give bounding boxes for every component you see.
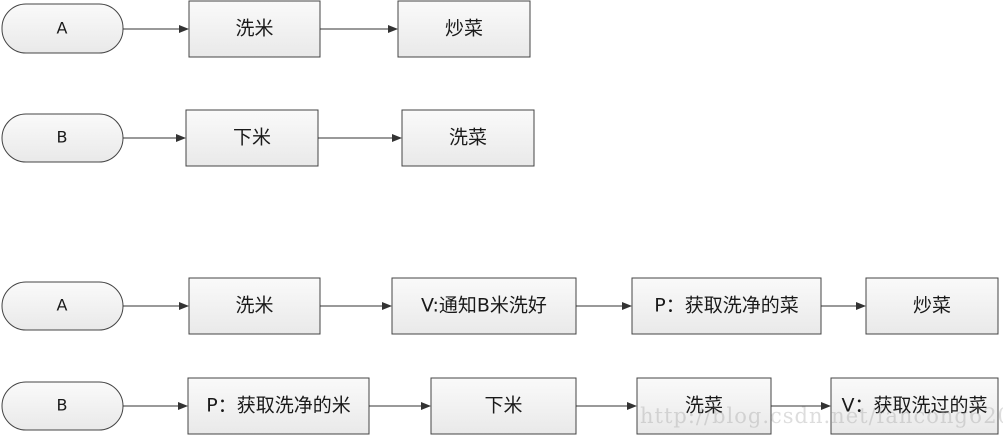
actor-terminal-b: B [1, 381, 124, 431]
step-label: 炒菜 [913, 295, 951, 317]
actor-label: A [57, 296, 68, 315]
process-box-p-get-veg: P：获取洗净的菜 [631, 277, 822, 335]
process-box-wash-veg: 洗菜 [401, 109, 535, 167]
step-label: 洗米 [235, 18, 273, 40]
actor-terminal-a: A [1, 3, 124, 54]
actor-label: B [57, 396, 68, 415]
actor-label: A [57, 19, 68, 38]
step-label: V:通知B米洗好 [421, 295, 547, 317]
process-box-p-get-rice: P：获取洗净的米 [187, 377, 370, 435]
step-label: P：获取洗净的米 [206, 395, 350, 417]
process-box-put-rice: 下米 [185, 109, 319, 167]
process-box-stir-fry: 炒菜 [865, 277, 999, 335]
process-box-stir-fry: 炒菜 [397, 0, 531, 58]
process-box-v-got-veg: V：获取洗过的菜 [830, 377, 999, 435]
step-label: P：获取洗净的菜 [654, 295, 798, 317]
process-box-wash-rice: 洗米 [188, 277, 321, 335]
step-label: 洗米 [235, 295, 273, 317]
step-label: V：获取洗过的菜 [842, 395, 988, 417]
step-label: 下米 [484, 395, 522, 417]
step-label: 下米 [233, 127, 271, 149]
actor-label: B [57, 128, 68, 147]
step-label: 洗菜 [685, 395, 723, 417]
watermark-url: http://blog.csdn.net/fancong6201311 [640, 404, 1003, 428]
process-box-v-notify-b: V:通知B米洗好 [391, 277, 577, 335]
actor-terminal-a: A [1, 281, 124, 331]
step-label: 炒菜 [445, 18, 483, 40]
actor-terminal-b: B [1, 113, 124, 163]
process-box-wash-rice: 洗米 [188, 0, 321, 58]
process-box-wash-veg: 洗菜 [636, 377, 772, 435]
step-label: 洗菜 [449, 127, 487, 149]
process-box-put-rice: 下米 [430, 377, 577, 435]
